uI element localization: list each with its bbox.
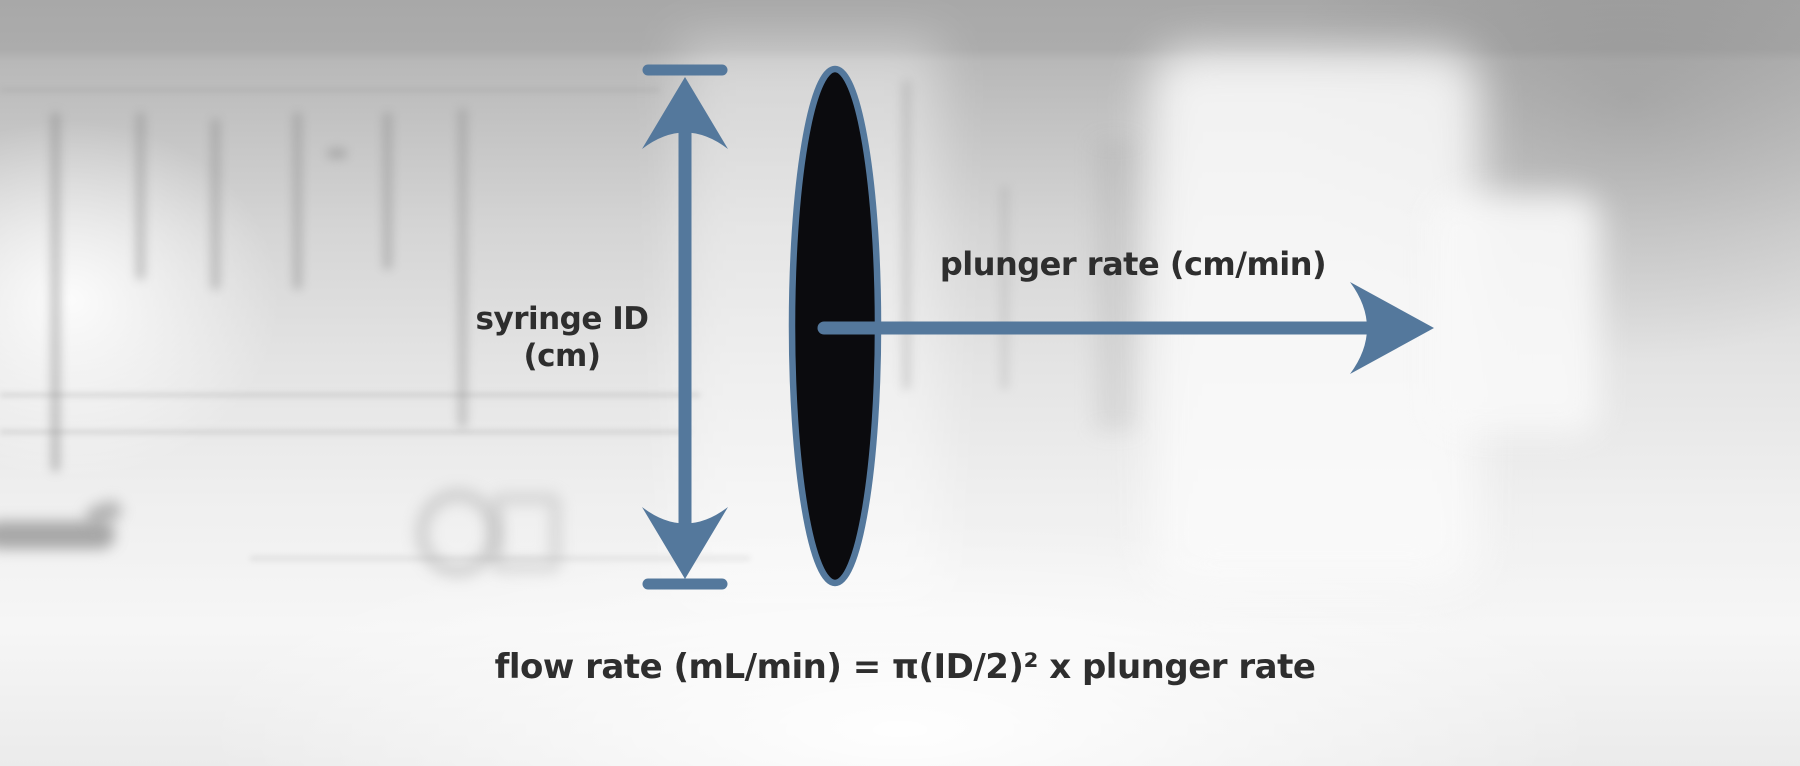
arrowhead-down-icon xyxy=(642,507,728,579)
syringe-id-label-line1: syringe ID xyxy=(475,301,649,337)
flow-rate-formula: flow rate (mL/min) = π(ID/2)² x plunger … xyxy=(494,647,1316,687)
arrowhead-up-icon xyxy=(642,77,728,149)
syringe-id-label: syringe ID (cm) xyxy=(476,301,649,375)
plunger-rate-label: plunger rate (cm/min) xyxy=(939,245,1327,283)
syringe-id-label-line2: (cm) xyxy=(523,338,601,374)
arrowhead-right-icon xyxy=(1350,282,1434,374)
plunger-rate-arrow xyxy=(817,282,1434,374)
syringe-id-dimension-arrow xyxy=(642,64,728,590)
